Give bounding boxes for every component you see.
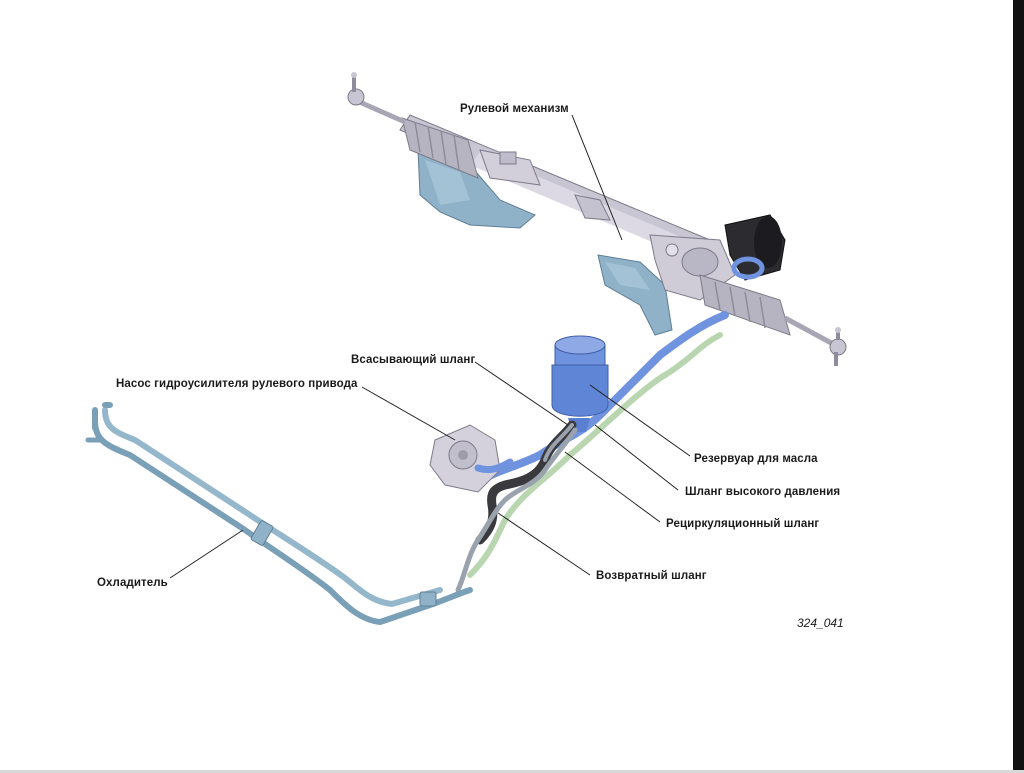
leader-lines bbox=[169, 114, 691, 579]
page-edge-right bbox=[1013, 0, 1024, 773]
leader-suction-hose bbox=[474, 361, 569, 426]
high-pressure-hose-line bbox=[481, 311, 729, 482]
label-return-hose: Возвратный шланг bbox=[596, 570, 707, 582]
label-recirculation-hose: Рециркуляционный шланг bbox=[666, 518, 820, 530]
label-high-pressure-hose: Шланг высокого давления bbox=[685, 486, 841, 498]
rack-boot-right bbox=[699, 274, 791, 336]
rack-bracket-right bbox=[597, 254, 673, 336]
cooler bbox=[85, 402, 473, 626]
leader-recirculation bbox=[564, 451, 661, 523]
tie-rod-left bbox=[347, 72, 407, 125]
rack-valve-housing bbox=[479, 149, 611, 221]
rack-boot-left bbox=[401, 117, 479, 179]
label-cooler: Охладитель bbox=[97, 577, 168, 589]
recirculation-hose-line bbox=[467, 332, 723, 578]
leader-high-pressure bbox=[594, 424, 679, 491]
return-hose-line bbox=[455, 427, 578, 593]
label-oil-reservoir: Резервуар для масла bbox=[694, 453, 818, 465]
power-steering-pump bbox=[429, 424, 514, 493]
page-edge-bottom bbox=[0, 770, 1024, 773]
label-power-steering-pump: Насос гидроусилителя рулевого привода bbox=[116, 378, 358, 390]
label-suction-hose: Всасывающий шланг bbox=[351, 354, 476, 366]
leader-cooler bbox=[169, 529, 244, 579]
leader-reservoir bbox=[589, 384, 691, 457]
tie-rod-right bbox=[783, 315, 847, 366]
rack-input-boot bbox=[724, 214, 786, 281]
rack-bracket-left bbox=[417, 149, 536, 229]
oil-reservoir bbox=[551, 335, 609, 432]
leader-pump bbox=[361, 386, 456, 441]
figure-id: 324_041 bbox=[797, 616, 844, 630]
steering-rack bbox=[399, 114, 791, 336]
leader-steering-gear bbox=[571, 114, 623, 241]
leader-return-hose bbox=[497, 512, 591, 576]
label-steering-gear: Рулевой механизм bbox=[460, 103, 569, 115]
